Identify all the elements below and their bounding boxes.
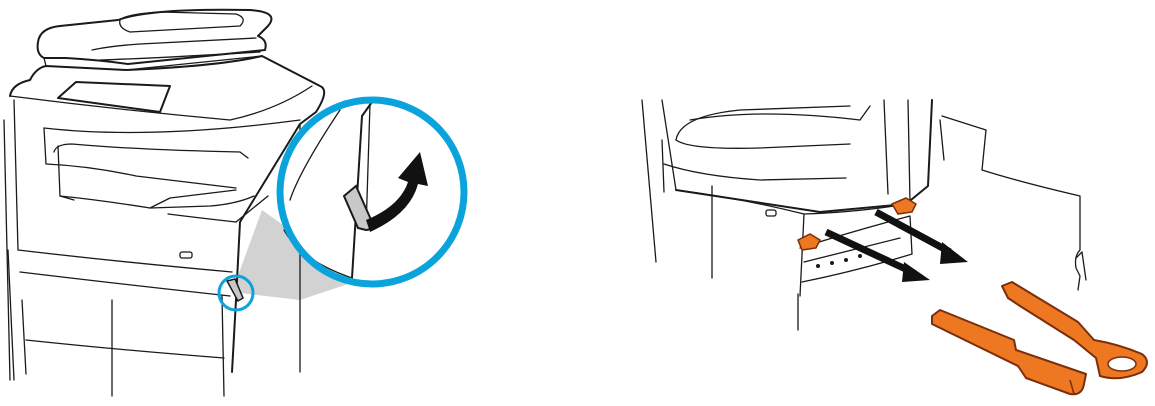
printer-right (642, 100, 1147, 394)
latch-detail-circle (280, 100, 464, 284)
pull-arrow-left (826, 232, 930, 282)
restraint-tab-left (798, 234, 820, 250)
restraint-tab-right (892, 198, 916, 214)
pull-arrow-right (876, 212, 968, 264)
printer-left (4, 10, 464, 396)
